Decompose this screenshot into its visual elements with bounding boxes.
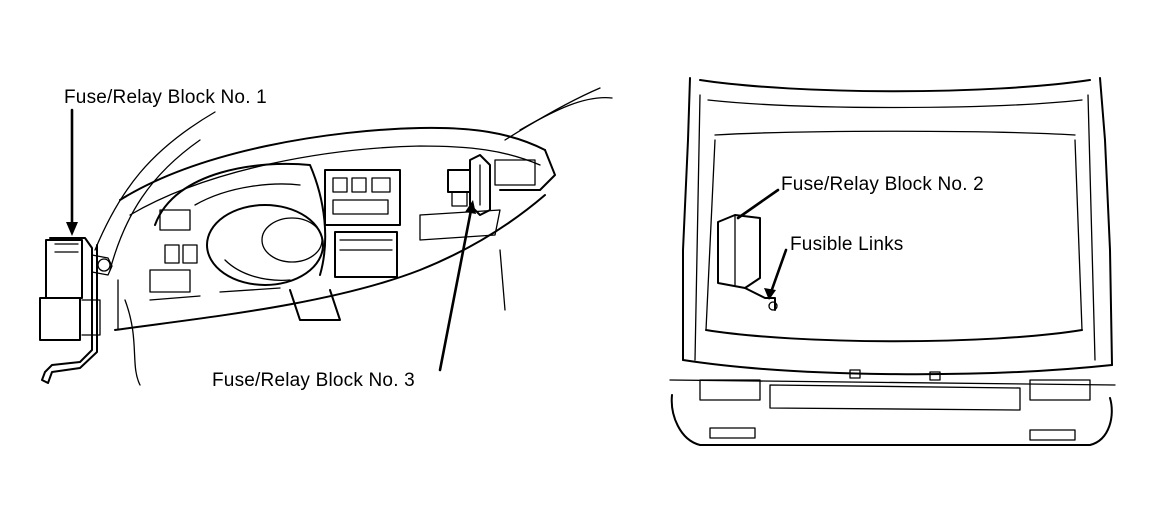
arrow-block-3 — [438, 203, 474, 372]
arrow-block-2 — [736, 188, 780, 220]
label-fuse-relay-block-3: Fuse/Relay Block No. 3 — [212, 370, 415, 391]
label-fusible-links: Fusible Links — [790, 234, 904, 255]
leader-lines-right — [736, 188, 788, 300]
label-fuse-relay-block-2: Fuse/Relay Block No. 2 — [781, 174, 984, 195]
label-fuse-relay-block-1: Fuse/Relay Block No. 1 — [64, 87, 267, 108]
leader-lines-left — [66, 108, 476, 372]
fuse-relay-block-1-illustration — [39, 237, 113, 384]
dashboard-illustration — [94, 87, 613, 386]
arrow-fusible-links — [768, 248, 788, 297]
engine-bay-illustration — [669, 77, 1116, 446]
